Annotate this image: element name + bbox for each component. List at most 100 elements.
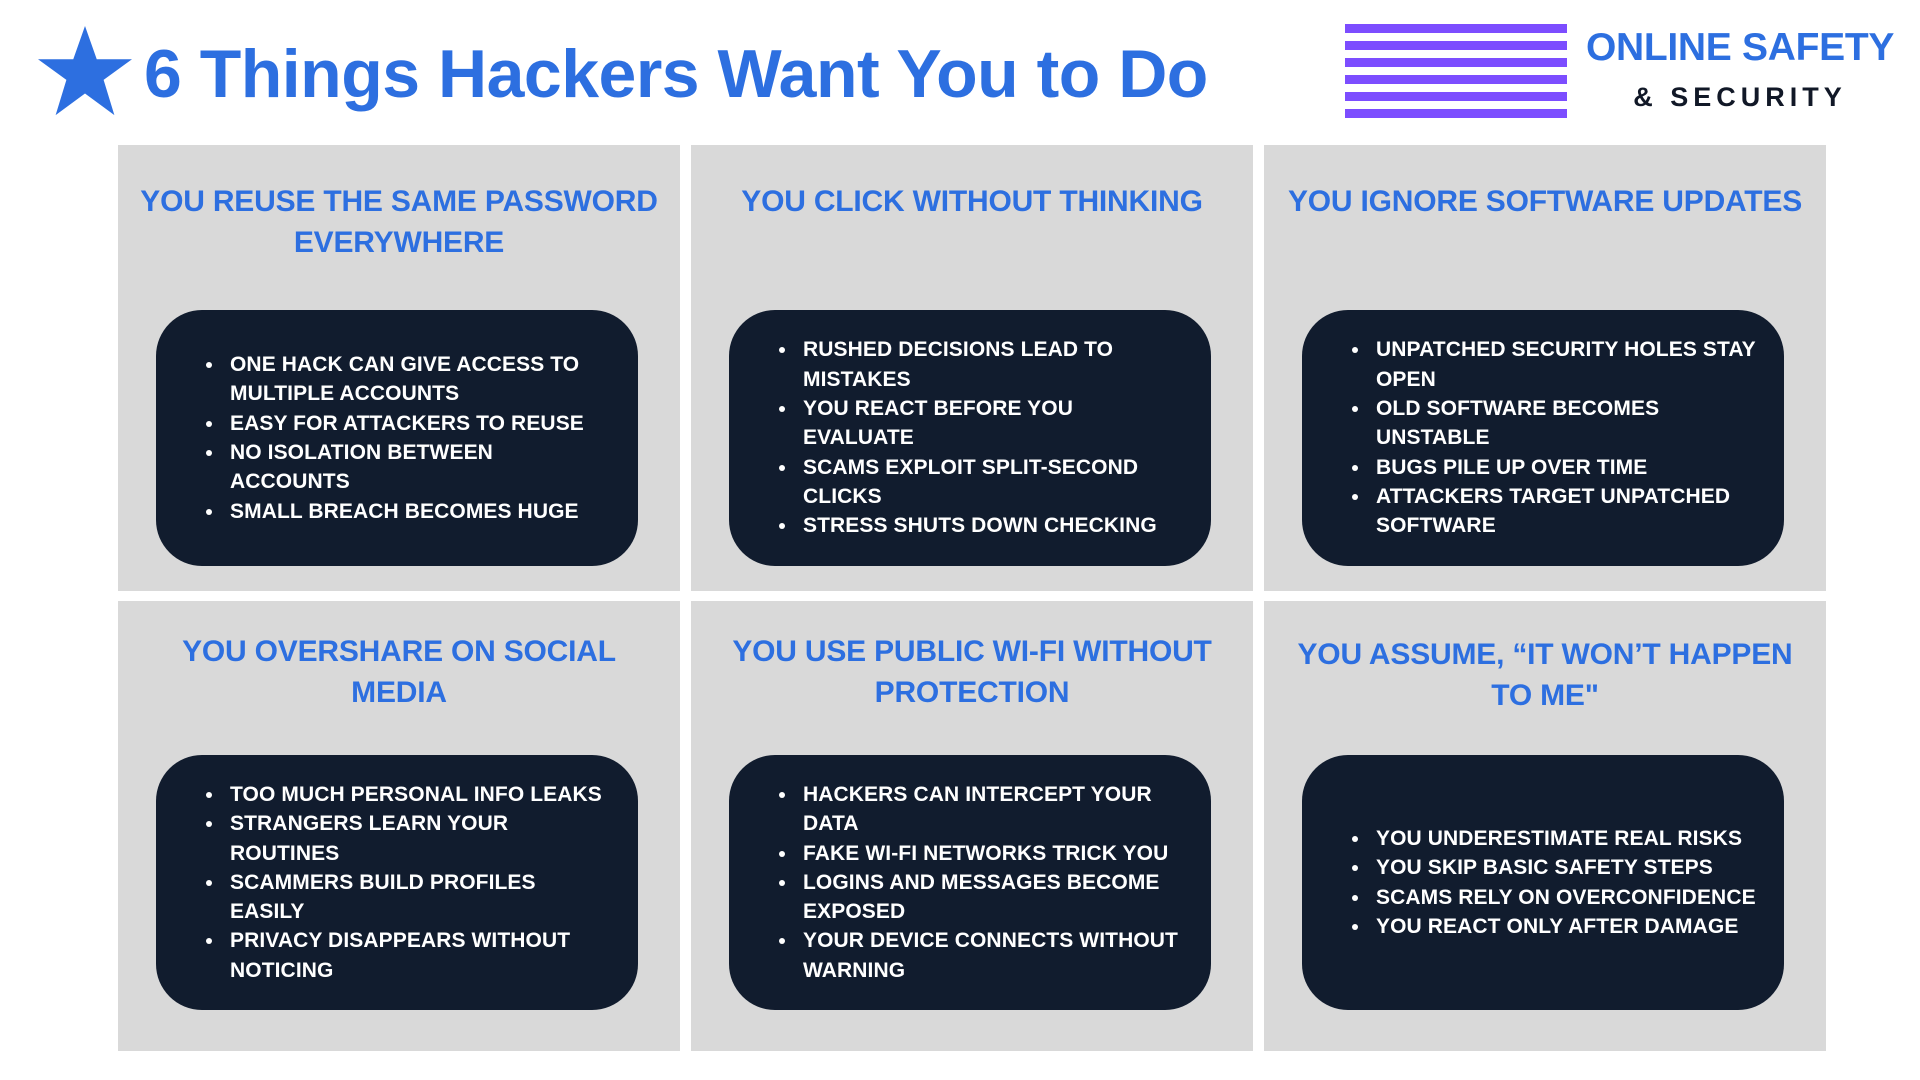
bullet-dot-icon — [779, 791, 785, 798]
bullet-item: UNPATCHED SECURITY HOLES STAY OPEN — [1350, 335, 1756, 394]
bullet-text: YOUR DEVICE CONNECTS WITHOUT WARNING — [803, 929, 1178, 982]
card-bullet-panel: RUSHED DECISIONS LEAD TO MISTAKES YOU RE… — [729, 310, 1211, 566]
bullet-text: RUSHED DECISIONS LEAD TO MISTAKES — [803, 338, 1114, 391]
cards-grid: YOU REUSE THE SAME PASSWORD EVERYWHERE O… — [118, 145, 1826, 1051]
star-icon — [38, 25, 132, 116]
bullet-text: BUGS PILE UP OVER TIME — [1376, 455, 1648, 479]
bullet-item: YOU REACT BEFORE YOU EVALUATE — [777, 394, 1183, 453]
bullet-text: TOO MUCH PERSONAL INFO LEAKS — [230, 782, 602, 806]
bullet-text: EASY FOR ATTACKERS TO REUSE — [230, 411, 584, 435]
card-bullet-panel: TOO MUCH PERSONAL INFO LEAKS STRANGERS L… — [156, 755, 638, 1010]
header: 6 Things Hackers Want You to Do ONLINE S… — [0, 0, 1920, 145]
bullet-dot-icon — [206, 879, 212, 886]
bullet-item: YOU UNDERESTIMATE REAL RISKS — [1350, 824, 1756, 853]
card-title: YOU IGNORE SOFTWARE UPDATES — [1287, 185, 1803, 218]
bullet-text: SCAMS EXPLOIT SPLIT-SECOND CLICKS — [803, 455, 1139, 508]
bullet-list: UNPATCHED SECURITY HOLES STAY OPEN OLD S… — [1350, 335, 1756, 540]
card-title: YOU OVERSHARE ON SOCIAL MEDIA — [182, 635, 616, 709]
bullet-dot-icon — [779, 523, 785, 530]
bullet-item: PRIVACY DISAPPEARS WITHOUT NOTICING — [204, 926, 610, 985]
card-title: YOU REUSE THE SAME PASSWORD EVERYWHERE — [140, 185, 658, 259]
bullet-text: UNPATCHED SECURITY HOLES STAY OPEN — [1376, 338, 1756, 391]
bullet-list: HACKERS CAN INTERCEPT YOUR DATA FAKE WI-… — [777, 780, 1183, 985]
bullet-item: ATTACKERS TARGET UNPATCHED SOFTWARE — [1350, 482, 1756, 541]
card-ignore-updates: YOU IGNORE SOFTWARE UPDATES UNPATCHED SE… — [1264, 145, 1826, 591]
bullet-text: OLD SOFTWARE BECOMES UNSTABLE — [1376, 397, 1660, 450]
card-click-without-thinking: YOU CLICK WITHOUT THINKING RUSHED DECISI… — [691, 145, 1253, 591]
bullet-dot-icon — [779, 347, 785, 354]
bullet-dot-icon — [206, 791, 212, 798]
bullet-item: SCAMS RELY ON OVERCONFIDENCE — [1350, 883, 1756, 912]
bullet-dot-icon — [1352, 835, 1358, 842]
bullet-text: YOU SKIP BASIC SAFETY STEPS — [1376, 856, 1713, 880]
bullet-item: STRESS SHUTS DOWN CHECKING — [777, 511, 1183, 540]
bullet-item: LOGINS AND MESSAGES BECOME EXPOSED — [777, 868, 1183, 927]
bullet-item: SCAMMERS BUILD PROFILES EASILY — [204, 868, 610, 927]
bullet-item: YOU SKIP BASIC SAFETY STEPS — [1350, 853, 1756, 882]
bullet-item: EASY FOR ATTACKERS TO REUSE — [204, 409, 610, 438]
card-public-wifi: YOU USE PUBLIC WI-FI WITHOUT PROTECTION … — [691, 601, 1253, 1051]
bullet-list: YOU UNDERESTIMATE REAL RISKS YOU SKIP BA… — [1350, 824, 1756, 941]
bullet-item: ONE HACK CAN GIVE ACCESS TO MULTIPLE ACC… — [204, 350, 610, 409]
bullet-item: SCAMS EXPLOIT SPLIT-SECOND CLICKS — [777, 453, 1183, 512]
bullet-text: LOGINS AND MESSAGES BECOME EXPOSED — [803, 870, 1160, 924]
bullet-dot-icon — [206, 362, 212, 369]
bullet-dot-icon — [779, 938, 785, 945]
bullet-text: NO ISOLATION BETWEEN ACCOUNTS — [230, 441, 493, 494]
card-overshare-social: YOU OVERSHARE ON SOCIAL MEDIA TOO MUCH P… — [118, 601, 680, 1051]
card-title: YOU ASSUME, “IT WON’T HAPPEN TO ME" — [1297, 638, 1793, 712]
card-wont-happen-to-me: YOU ASSUME, “IT WON’T HAPPEN TO ME" YOU … — [1264, 601, 1826, 1051]
bullet-item: HACKERS CAN INTERCEPT YOUR DATA — [777, 780, 1183, 839]
bullet-dot-icon — [1352, 865, 1358, 872]
bullet-dot-icon — [1352, 923, 1358, 930]
bullet-text: YOU REACT BEFORE YOU EVALUATE — [803, 397, 1073, 450]
bullet-dot-icon — [206, 450, 212, 456]
brand-tagline: & SECURITY — [1633, 82, 1847, 112]
bullet-text: YOU REACT ONLY AFTER DAMAGE — [1376, 914, 1739, 938]
bullet-dot-icon — [779, 464, 785, 471]
bullet-dot-icon — [206, 821, 212, 828]
card-bullet-panel: HACKERS CAN INTERCEPT YOUR DATA FAKE WI-… — [729, 755, 1211, 1010]
bullet-item: STRANGERS LEARN YOUR ROUTINES — [204, 809, 610, 868]
bullet-dot-icon — [1352, 406, 1358, 413]
bullet-text: HACKERS CAN INTERCEPT YOUR DATA — [803, 782, 1152, 836]
bullet-item: SMALL BREACH BECOMES HUGE — [204, 497, 610, 526]
page-title: 6 Things Hackers Want You to Do — [144, 36, 1208, 112]
bullet-item: YOUR DEVICE CONNECTS WITHOUT WARNING — [777, 926, 1183, 985]
bullet-text: PRIVACY DISAPPEARS WITHOUT NOTICING — [230, 929, 571, 982]
bullet-dot-icon — [206, 420, 212, 427]
bullet-item: YOU REACT ONLY AFTER DAMAGE — [1350, 912, 1756, 941]
bullet-text: ATTACKERS TARGET UNPATCHED SOFTWARE — [1376, 484, 1731, 538]
bullet-item: FAKE WI-FI NETWORKS TRICK YOU — [777, 839, 1183, 868]
bullet-text: FAKE WI-FI NETWORKS TRICK YOU — [803, 841, 1169, 865]
bullet-dot-icon — [206, 938, 212, 945]
bullet-item: NO ISOLATION BETWEEN ACCOUNTS — [204, 438, 610, 497]
bullet-item: OLD SOFTWARE BECOMES UNSTABLE — [1350, 394, 1756, 453]
card-bullet-panel: ONE HACK CAN GIVE ACCESS TO MULTIPLE ACC… — [156, 310, 638, 566]
bullet-list: RUSHED DECISIONS LEAD TO MISTAKES YOU RE… — [777, 335, 1183, 540]
card-title: YOU CLICK WITHOUT THINKING — [741, 185, 1203, 218]
bullet-list: ONE HACK CAN GIVE ACCESS TO MULTIPLE ACC… — [204, 350, 610, 526]
bullet-text: ONE HACK CAN GIVE ACCESS TO MULTIPLE ACC… — [230, 353, 580, 406]
bullet-dot-icon — [1352, 894, 1358, 901]
bullet-dot-icon — [779, 406, 785, 413]
bullet-dot-icon — [1352, 347, 1358, 354]
bullet-dot-icon — [779, 879, 785, 886]
card-title: YOU USE PUBLIC WI-FI WITHOUT PROTECTION — [732, 635, 1212, 709]
bullet-text: STRESS SHUTS DOWN CHECKING — [803, 514, 1157, 538]
brand-wordmark: ONLINE SAFETY & SECURITY — [1580, 24, 1900, 120]
bullet-item: RUSHED DECISIONS LEAD TO MISTAKES — [777, 335, 1183, 394]
bullet-list: TOO MUCH PERSONAL INFO LEAKS STRANGERS L… — [204, 780, 610, 985]
card-bullet-panel: YOU UNDERESTIMATE REAL RISKS YOU SKIP BA… — [1302, 755, 1784, 1010]
bullet-item: BUGS PILE UP OVER TIME — [1350, 453, 1756, 482]
card-bullet-panel: UNPATCHED SECURITY HOLES STAY OPEN OLD S… — [1302, 310, 1784, 566]
bullet-dot-icon — [1352, 493, 1358, 500]
bullet-text: SMALL BREACH BECOMES HUGE — [230, 499, 579, 523]
bullet-dot-icon — [206, 508, 212, 515]
bullet-text: STRANGERS LEARN YOUR ROUTINES — [230, 812, 509, 865]
bullet-dot-icon — [1352, 464, 1358, 471]
bullet-item: TOO MUCH PERSONAL INFO LEAKS — [204, 780, 610, 809]
bullet-dot-icon — [779, 850, 785, 857]
striped-logo-icon — [1345, 24, 1567, 118]
